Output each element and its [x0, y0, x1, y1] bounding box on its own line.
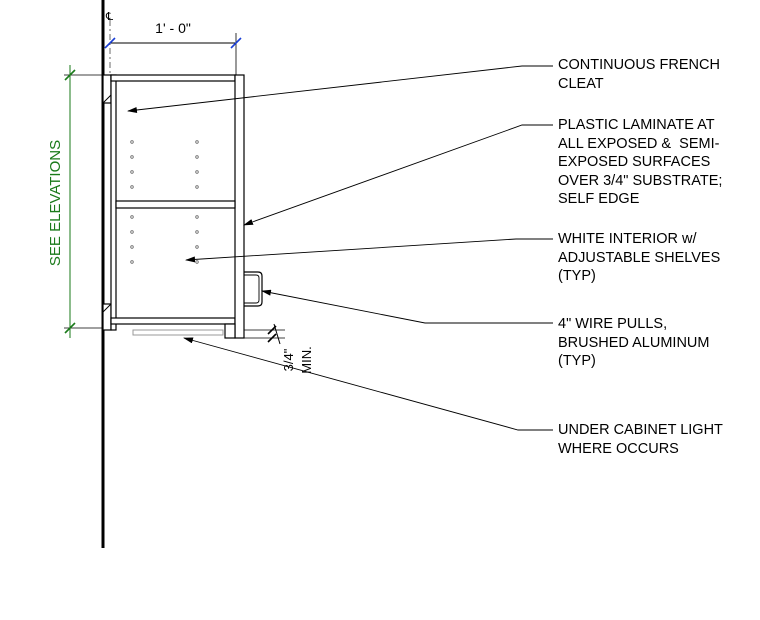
leader-lines [127, 65, 553, 431]
wall-cabinet [102, 74, 263, 339]
height-reference-label: SEE ELEVATIONS [47, 140, 64, 266]
note-wire-pulls: 4" WIRE PULLS, BRUSHED ALUMINUM (TYP) [558, 316, 710, 369]
leader-french-cleat [127, 65, 553, 113]
wire-pull [244, 271, 263, 307]
width-dimension: 1' - 0" [104, 20, 242, 75]
leader-white-interior [185, 238, 553, 263]
cabinet-door [234, 74, 245, 339]
leader-plastic-laminate [243, 124, 553, 226]
cabinet-back [110, 74, 117, 331]
adjustable-shelf [115, 200, 236, 209]
note-french-cleat: CONTINUOUS FRENCH CLEAT [558, 57, 720, 92]
note-white-interior: WHITE INTERIOR w/ ADJUSTABLE SHELVES (TY… [558, 231, 721, 284]
leader-wire-pulls [261, 289, 553, 324]
cabinet-bottom [110, 317, 236, 325]
gap-dimension: 3/4" MIN. [244, 323, 314, 374]
height-dimension: SEE ELEVATIONS [47, 65, 108, 338]
gap-qualifier-text: MIN. [299, 346, 314, 373]
centerline-symbol: ℄ [105, 11, 113, 23]
note-plastic-laminate: PLASTIC LAMINATE AT ALL EXPOSED & SEMI- … [558, 117, 723, 207]
cabinet-front-rail [224, 323, 236, 339]
shelf-pin-holes [130, 140, 199, 264]
under-cabinet-light [132, 329, 224, 336]
note-under-cabinet-light: UNDER CABINET LIGHT WHERE OCCURS [558, 422, 723, 457]
width-dimension-text: 1' - 0" [155, 20, 191, 36]
leader-under-cabinet-light [183, 337, 553, 431]
cabinet-top [110, 74, 236, 82]
